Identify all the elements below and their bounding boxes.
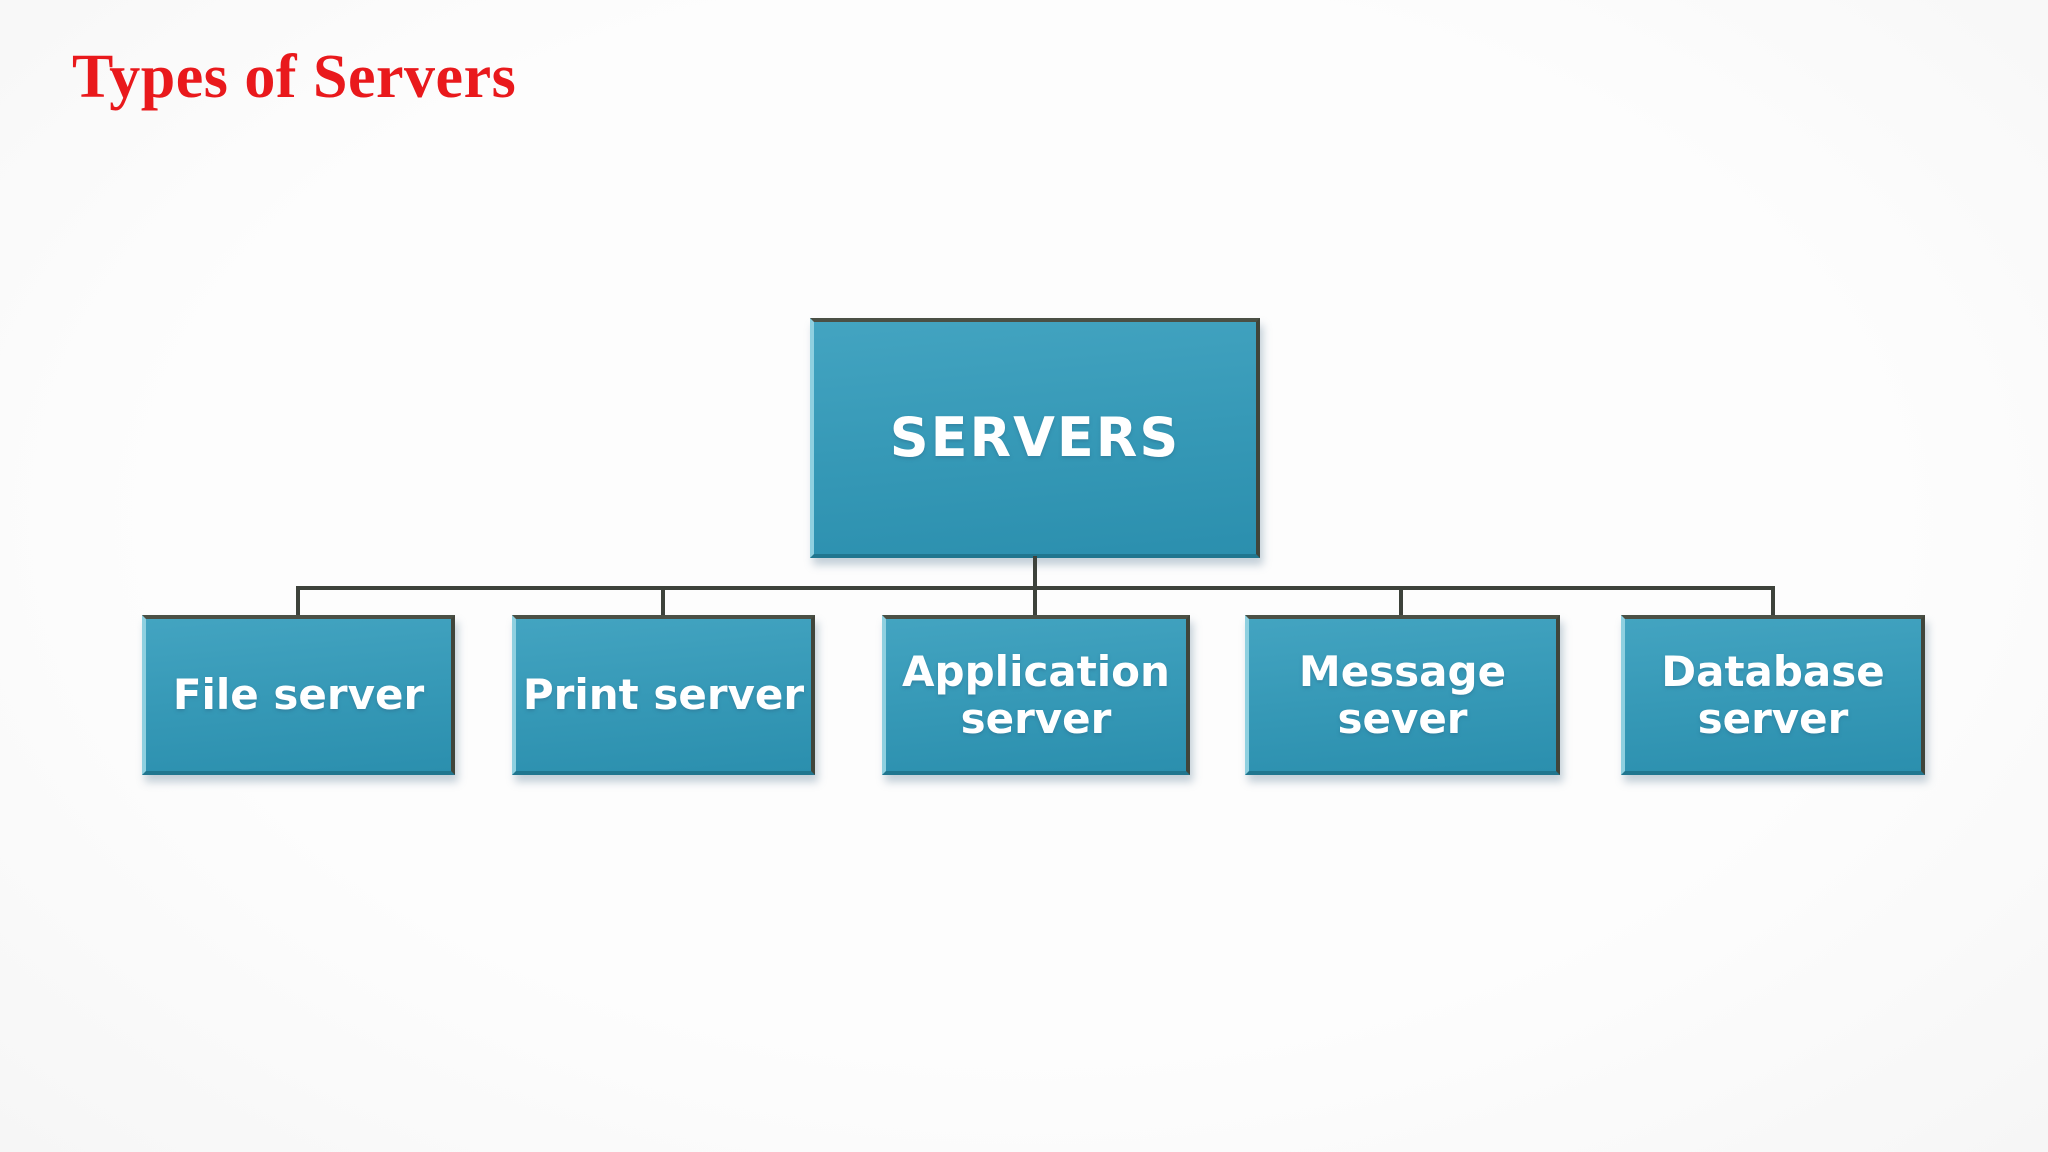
connector-drop-file-server xyxy=(296,588,300,617)
node-file-server: File server xyxy=(142,615,455,775)
node-message-server: Message sever xyxy=(1245,615,1560,775)
connector-trunk xyxy=(1033,556,1037,588)
node-label-print-server: Print server xyxy=(522,670,805,720)
connector-drop-message-server xyxy=(1399,588,1403,617)
root-node-label: SERVERS xyxy=(889,405,1181,469)
connector-drop-application-server xyxy=(1033,588,1037,617)
node-application-server: Application server xyxy=(882,615,1190,775)
connector-drop-print-server xyxy=(661,588,665,617)
node-label-database-server: Database server xyxy=(1661,646,1885,743)
node-database-server: Database server xyxy=(1621,615,1925,775)
page-title: Types of Servers xyxy=(72,43,517,111)
node-label-application-server: Application server xyxy=(902,646,1170,743)
root-node-servers: SERVERS xyxy=(810,318,1260,558)
node-label-message-server: Message sever xyxy=(1298,646,1507,743)
node-print-server: Print server xyxy=(512,615,815,775)
node-label-file-server: File server xyxy=(172,670,425,720)
connector-drop-database-server xyxy=(1771,588,1775,617)
